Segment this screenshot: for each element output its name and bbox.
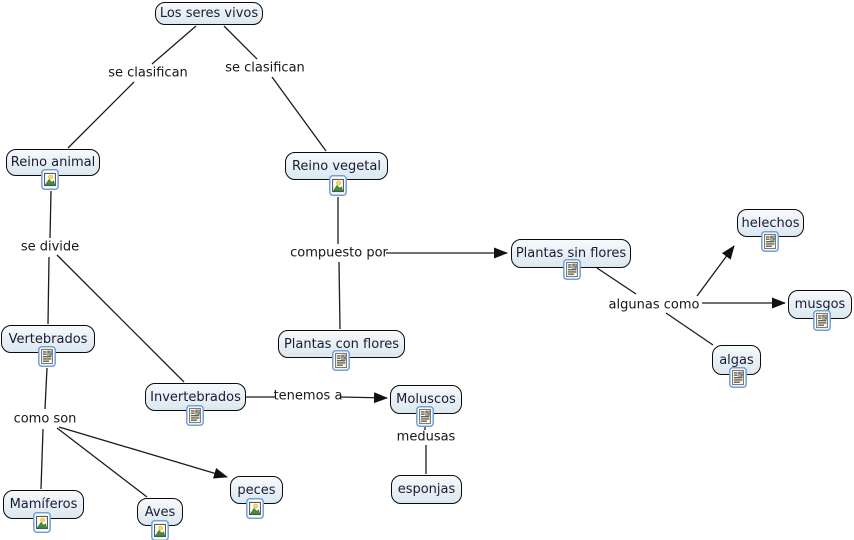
connector (271, 76, 327, 152)
linking-phrase-se-divide[interactable]: se divide (20, 239, 80, 255)
document-resource-icon[interactable] (416, 406, 434, 427)
connector (596, 267, 637, 295)
connector (696, 245, 735, 297)
connector (56, 427, 148, 498)
document-resource-icon[interactable] (563, 259, 581, 280)
connector (223, 25, 258, 60)
connector (58, 426, 228, 479)
node-mamiferos[interactable]: Mamíferos (3, 490, 84, 519)
node-los-seres-vivos[interactable]: Los seres vivos (155, 2, 263, 25)
connector (338, 261, 341, 330)
connector (40, 428, 44, 490)
connector (47, 256, 50, 325)
image-resource-icon[interactable] (329, 175, 347, 196)
node-helechos[interactable]: helechos (737, 209, 804, 237)
node-invertebrados[interactable]: Invertebrados (145, 383, 246, 411)
node-plantas-con-flores[interactable]: Plantas con flores (278, 330, 405, 358)
linking-phrase-se-clasifican-left[interactable]: se clasifican (108, 65, 188, 81)
document-resource-icon[interactable] (186, 405, 204, 426)
document-resource-icon[interactable] (38, 346, 56, 367)
linking-phrase-medusas[interactable]: medusas (396, 429, 456, 445)
image-resource-icon[interactable] (151, 520, 169, 540)
document-resource-icon[interactable] (332, 350, 350, 371)
document-resource-icon[interactable] (813, 310, 831, 331)
connector (56, 254, 185, 383)
document-resource-icon[interactable] (729, 367, 747, 388)
image-resource-icon[interactable] (33, 512, 51, 533)
node-esponjas[interactable]: esponjas (391, 475, 462, 504)
linking-phrase-compuesto-por[interactable]: compuesto por (290, 245, 388, 261)
document-resource-icon[interactable] (761, 231, 779, 252)
connector (67, 81, 135, 149)
linking-phrase-se-clasifican-right[interactable]: se clasifican (225, 60, 305, 76)
connector (151, 25, 197, 65)
connector (340, 392, 388, 404)
node-vertebrados[interactable]: Vertebrados (1, 325, 95, 353)
image-resource-icon[interactable] (41, 169, 59, 190)
connector (44, 367, 48, 410)
connector (665, 312, 714, 346)
linking-phrase-tenemos-a[interactable]: tenemos a (273, 388, 343, 404)
linking-phrase-algunas-como[interactable]: algunas como (608, 297, 700, 313)
connector (49, 190, 52, 239)
image-resource-icon[interactable] (246, 498, 264, 519)
linking-phrase-como-son[interactable]: como son (13, 411, 77, 427)
